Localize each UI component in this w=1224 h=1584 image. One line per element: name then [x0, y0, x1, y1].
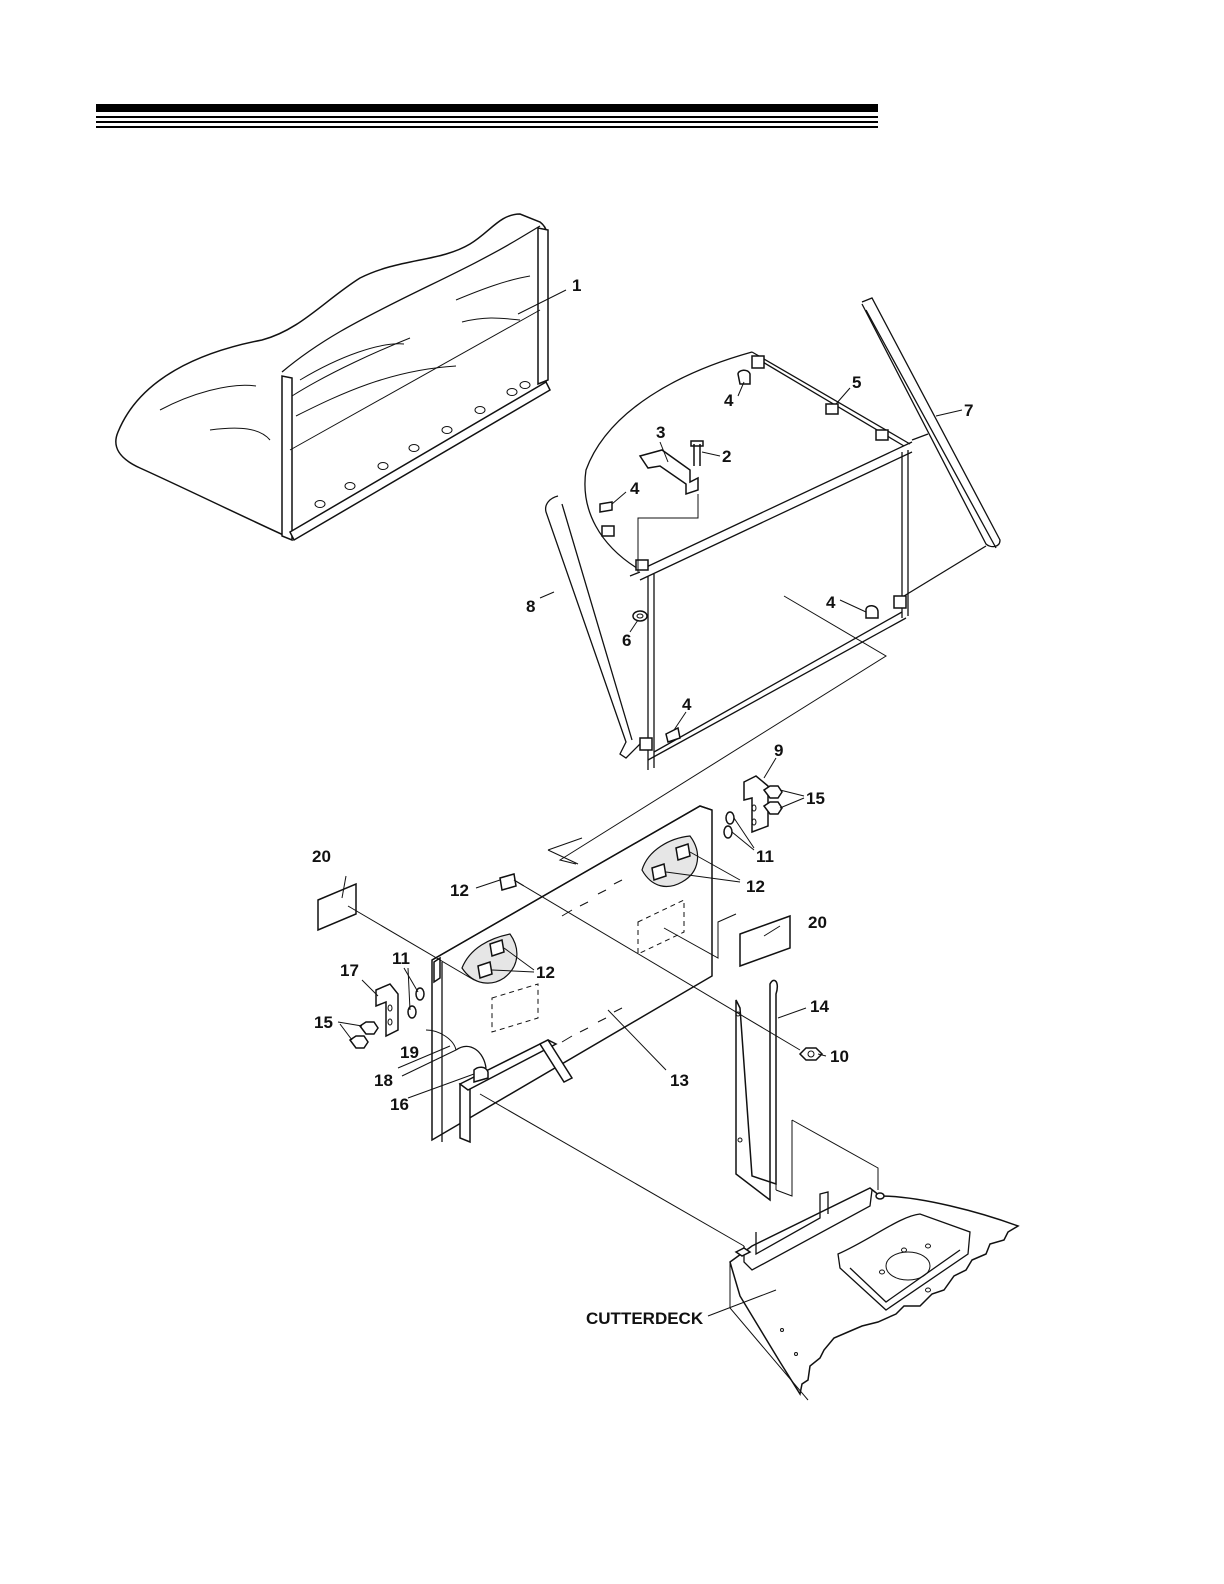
callout-15: 15 [314, 1013, 333, 1032]
callout-9: 9 [774, 741, 783, 760]
callout-19: 19 [400, 1043, 419, 1062]
chute-assembly [318, 776, 878, 1246]
callout-20: 20 [808, 913, 827, 932]
callout-12: 12 [450, 881, 469, 900]
callout-14: 14 [810, 997, 829, 1016]
cutterdeck-label: CUTTERDECK [586, 1309, 704, 1328]
callout-4: 4 [682, 695, 692, 714]
callout-11: 11 [756, 847, 774, 866]
callout-15: 15 [806, 789, 825, 808]
grass-bag [116, 214, 550, 540]
callout-7: 7 [964, 401, 973, 420]
callout-12: 12 [746, 877, 765, 896]
callout-3: 3 [656, 423, 665, 442]
callout-6: 6 [622, 631, 631, 650]
cutterdeck [730, 1188, 1018, 1400]
callout-4: 4 [826, 593, 836, 612]
callout-4: 4 [724, 391, 734, 410]
callout-11: 11 [392, 949, 410, 968]
callout-5: 5 [852, 373, 861, 392]
callout-1: 1 [572, 276, 581, 295]
callout-4: 4 [630, 479, 640, 498]
bag-frame [546, 298, 1000, 864]
callout-17: 17 [340, 961, 359, 980]
callout-13: 13 [670, 1071, 689, 1090]
callout-18: 18 [374, 1071, 393, 1090]
callout-12: 12 [536, 963, 555, 982]
callout-8: 8 [526, 597, 535, 616]
callout-10: 10 [830, 1047, 849, 1066]
callout-2: 2 [722, 447, 731, 466]
callout-16: 16 [390, 1095, 409, 1114]
callout-20: 20 [312, 847, 331, 866]
